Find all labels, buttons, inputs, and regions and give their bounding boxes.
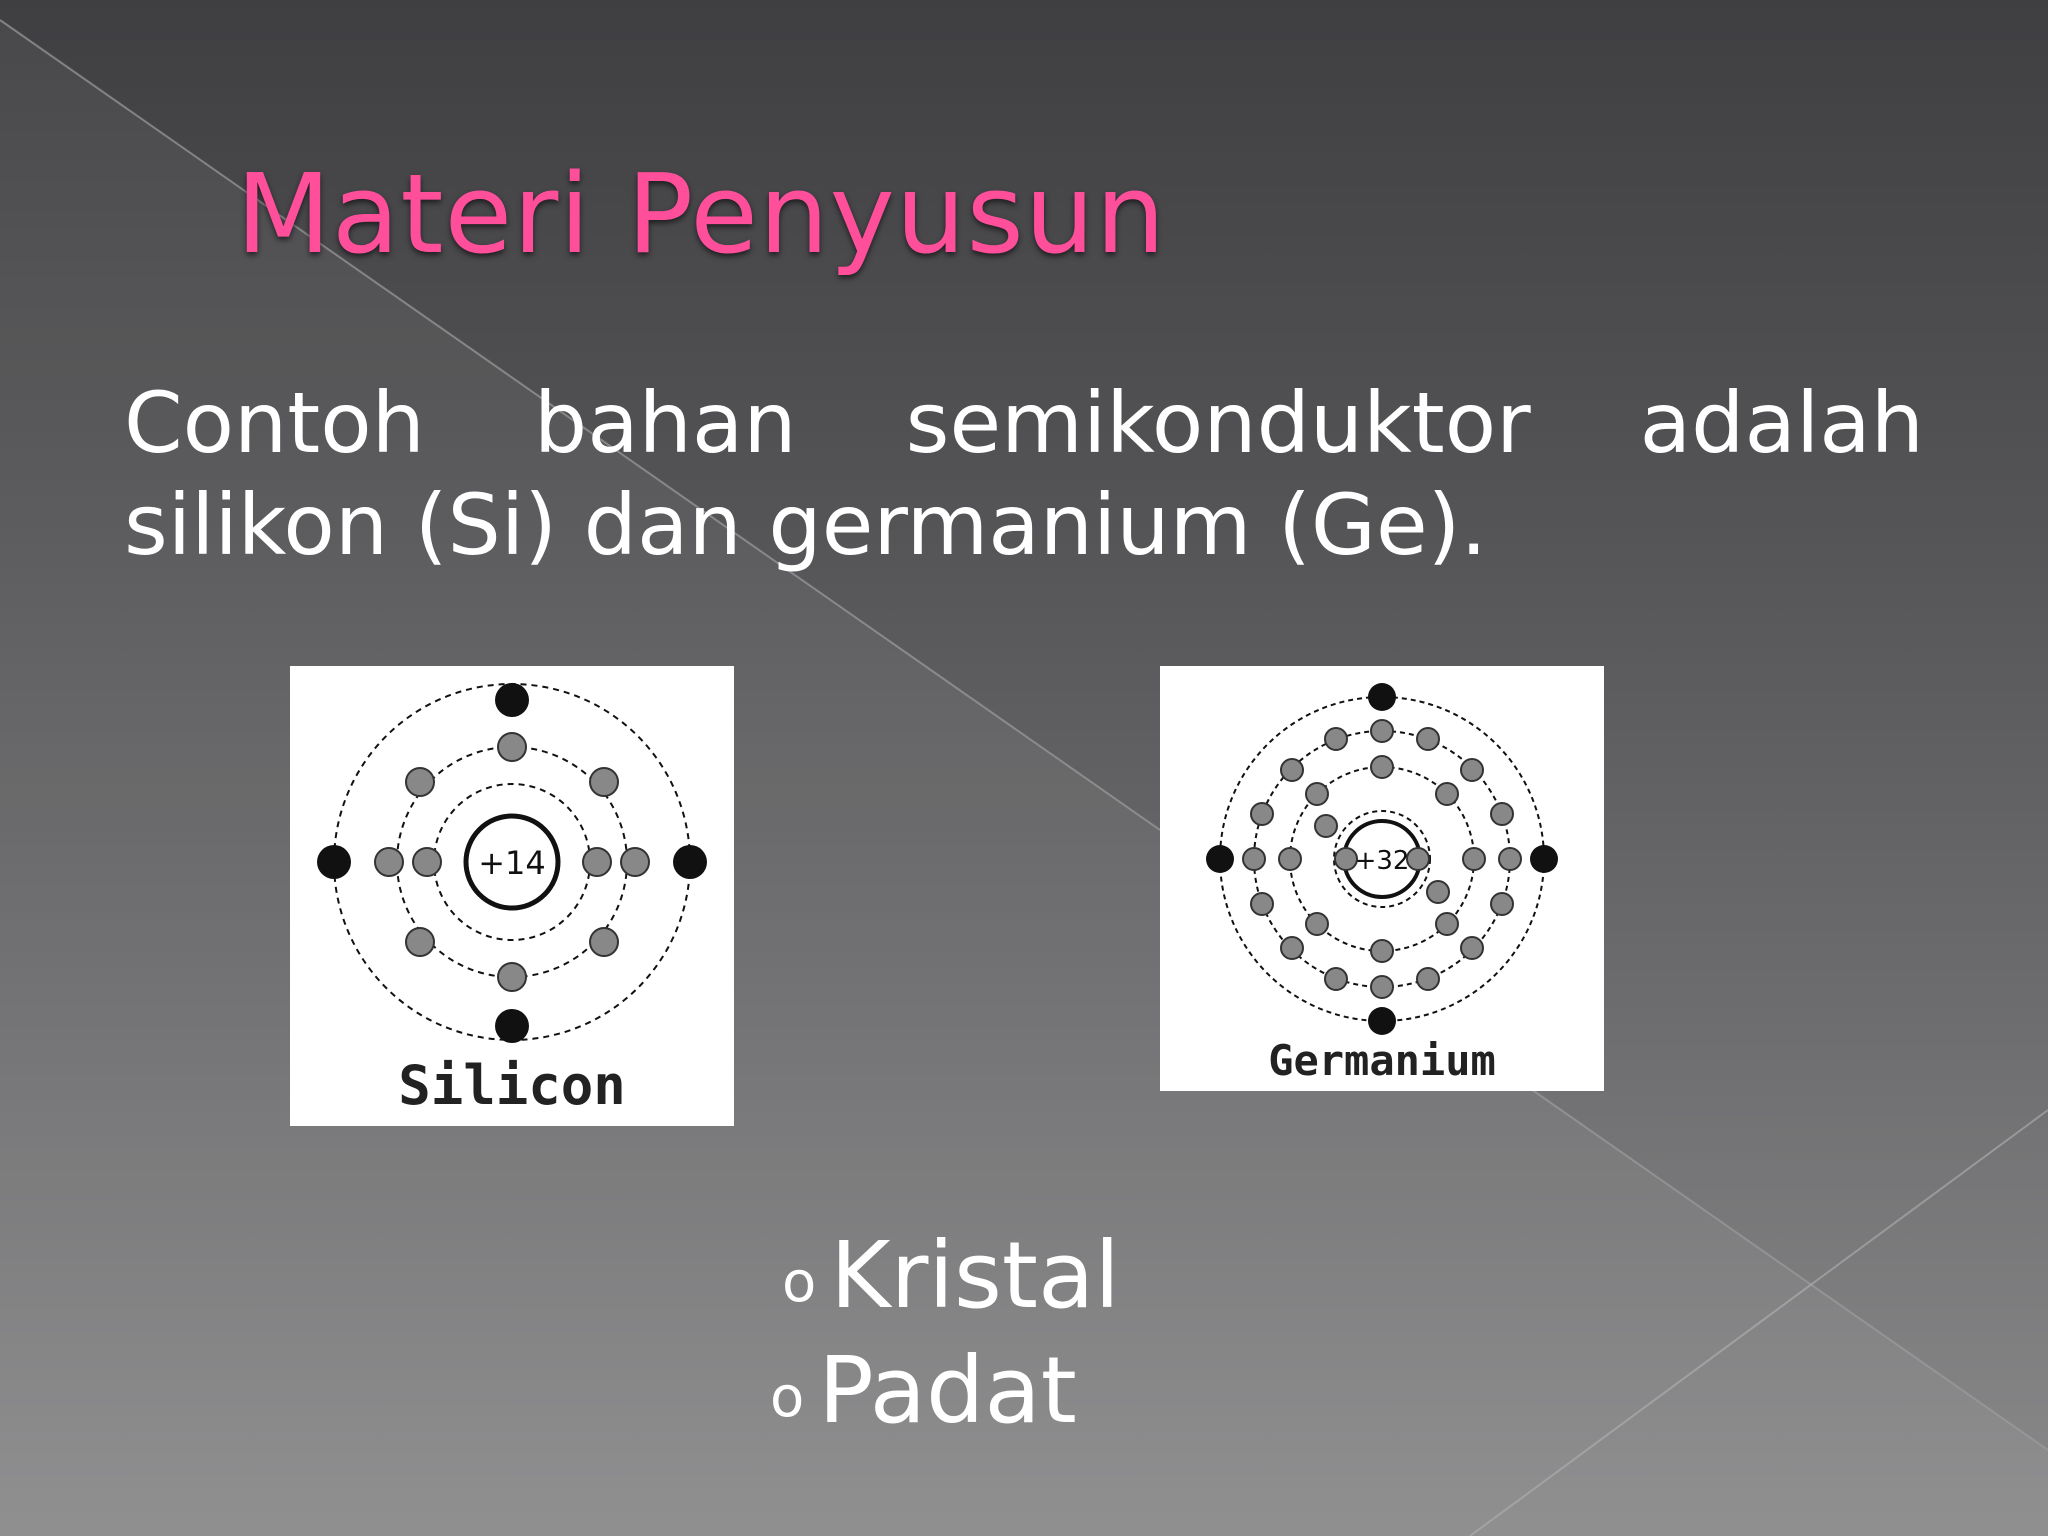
germanium-nucleus-label: +32 bbox=[1355, 846, 1410, 876]
diagonal-line bbox=[1469, 1109, 2048, 1536]
silicon-atom-diagram: +14 Silicon bbox=[290, 666, 734, 1126]
germanium-caption: Germanium bbox=[1268, 1036, 1496, 1085]
silicon-valence-electrons bbox=[317, 683, 707, 1043]
slide-body-text: Contoh bahan semikonduktor adalah siliko… bbox=[124, 374, 1924, 574]
diagonal-line bbox=[0, 19, 2048, 1451]
germanium-valence-electrons bbox=[1206, 683, 1558, 1035]
silicon-inner-electrons bbox=[374, 732, 650, 992]
silicon-caption: Silicon bbox=[398, 1054, 626, 1117]
slide-title: Materi Penyusun bbox=[236, 150, 1167, 278]
germanium-atom-diagram: +32 Germanium bbox=[1160, 666, 1604, 1091]
germanium-inner-electrons bbox=[1242, 719, 1522, 999]
light-facet bbox=[0, 20, 2048, 1536]
bullet-text: Kristal bbox=[830, 1222, 1120, 1329]
bullet-icon: o bbox=[782, 1250, 817, 1315]
bullet-icon: o bbox=[770, 1365, 805, 1430]
bullet-text: Padat bbox=[818, 1337, 1077, 1444]
silicon-nucleus-label: +14 bbox=[478, 844, 546, 882]
